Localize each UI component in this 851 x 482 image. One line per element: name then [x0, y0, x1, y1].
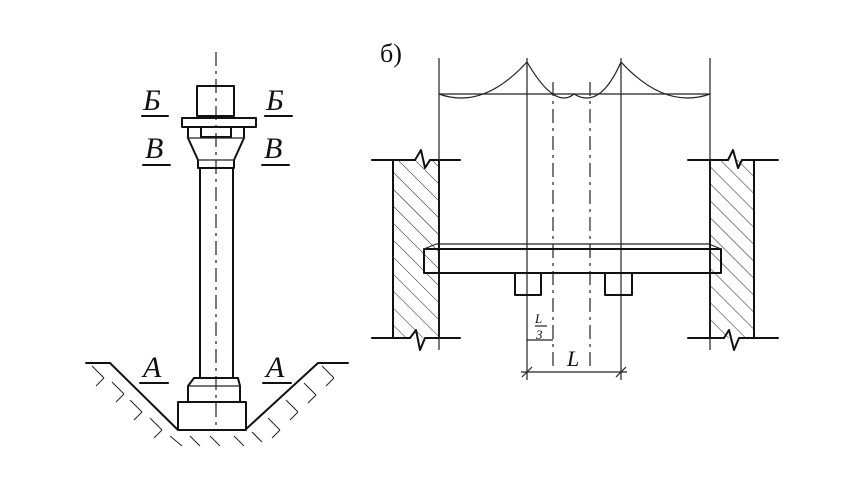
figure-a-column: Б Б В В А А [85, 52, 349, 447]
section-label-a-right: А [264, 351, 285, 384]
figure-b-subtitle: б) [380, 39, 402, 68]
moment-curve [438, 60, 711, 99]
dim-third-numerator: L [534, 311, 542, 326]
pit-left-slope [85, 362, 246, 431]
column-footing [177, 401, 247, 431]
column-base [187, 377, 241, 403]
rib-right [604, 272, 633, 296]
dim-span-label: L [566, 346, 579, 371]
capital-inner-block [200, 126, 232, 138]
slab [423, 248, 722, 274]
ground-hatch-left [91, 365, 221, 447]
section-label-b-left: Б [142, 84, 161, 117]
section-label-v-right: В [264, 132, 282, 165]
ground-hatch-right [233, 365, 335, 447]
pit-right-slope [244, 362, 349, 431]
section-label-a-left: А [141, 351, 162, 384]
section-label-v-left: В [145, 132, 163, 165]
column-cap-plate [181, 117, 257, 128]
figure-b-plan: б) L [371, 39, 779, 380]
dim-third-denominator: 3 [535, 327, 543, 342]
section-label-b-right: Б [265, 84, 284, 117]
rib-left [514, 272, 542, 296]
column-top-block [196, 85, 235, 117]
